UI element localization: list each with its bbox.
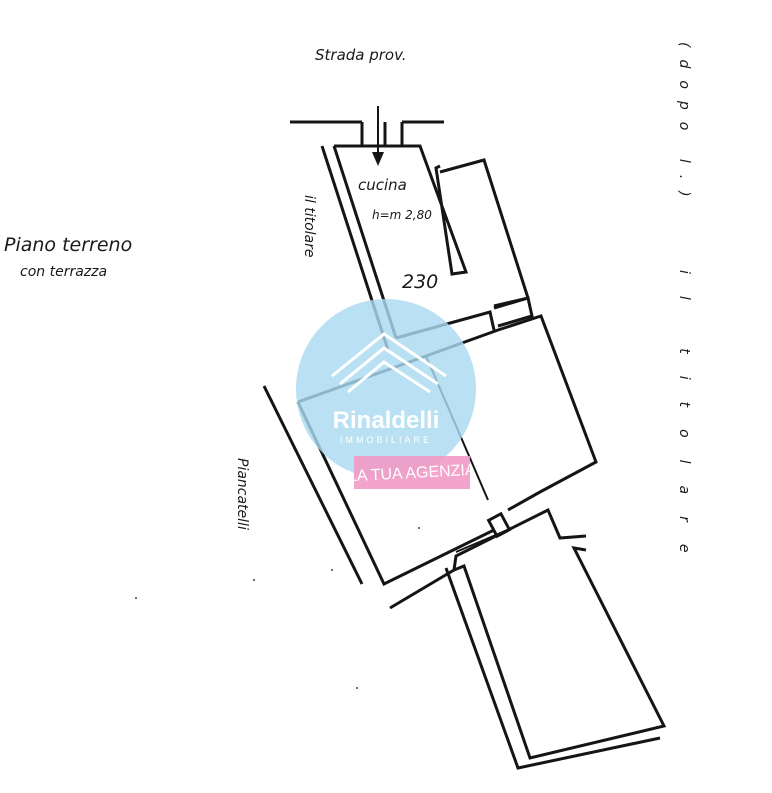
neighbor-right-label: il titolare	[676, 270, 692, 575]
room-height: h=m 2,80	[372, 208, 432, 222]
watermark-tagline: LA TUA AGENZIA	[348, 462, 477, 486]
neighbor-left-bottom-label: Piancatelli	[234, 458, 250, 530]
terrace-walls	[389, 507, 667, 770]
scan-specks	[135, 527, 420, 689]
watermark-circle	[296, 299, 476, 479]
watermark-subtitle: IMMOBILIARE	[340, 435, 432, 445]
agency-watermark: Rinaldelli IMMOBILIARE LA TUA AGENZIA	[296, 299, 476, 489]
neighbor-left-top-label: il titolare	[301, 195, 317, 258]
floor-subtitle: con terrazza	[20, 264, 107, 280]
neighbor-right-note-label: (dopo l.)	[676, 42, 692, 209]
roof-logo-icon	[331, 332, 447, 394]
watermark-tag	[354, 456, 470, 489]
room-number: 230	[402, 271, 438, 293]
watermark-brand: Rinaldelli	[333, 407, 440, 434]
room-name: cucina	[358, 176, 407, 194]
road-label: Strada prov.	[315, 46, 407, 64]
floor-title: Piano terreno	[4, 234, 132, 256]
entrance	[290, 106, 444, 166]
